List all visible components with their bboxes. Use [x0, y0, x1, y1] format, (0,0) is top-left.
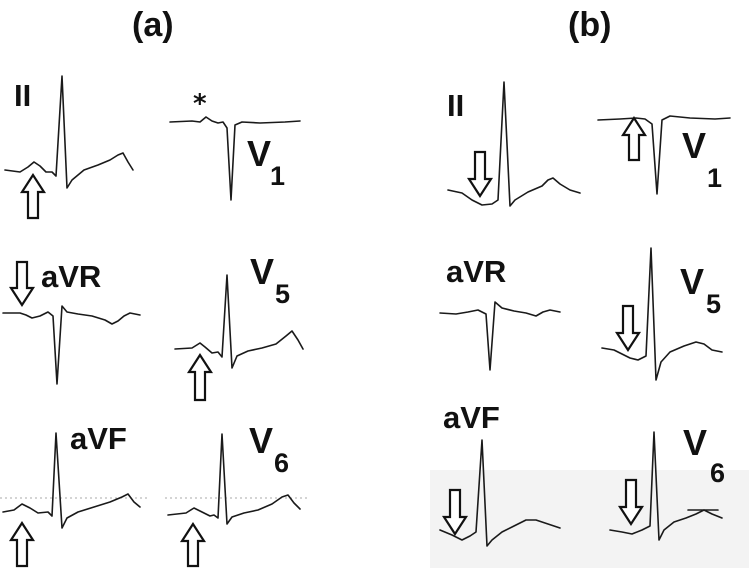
ecg-trace-v5-b: [601, 247, 723, 381]
lead-subscript-v6-a: 6: [274, 448, 289, 478]
ecg-trace-avr-a: [2, 305, 141, 385]
lead-subscript-v5-b: 5: [706, 289, 721, 319]
panel-b-label: (b): [568, 6, 611, 44]
ecg-trace-v5-a: [174, 274, 304, 369]
lead-subscript-v6-b: 6: [710, 458, 725, 488]
asterisk-annotation: *: [193, 89, 207, 119]
lead-label-ii-a: II: [14, 78, 31, 113]
lead-label-v1-b: V: [682, 125, 706, 166]
lead-label-v6-b: V: [683, 422, 707, 463]
down-arrow-icon-ii-b: [466, 150, 494, 199]
ecg-trace-avr-b: [439, 301, 561, 371]
up-arrow-icon-avf-a: [8, 520, 36, 568]
lead-label-v5-a: V: [250, 251, 274, 292]
down-arrow-icon-v6-b: [617, 478, 645, 527]
ecg-trace-ii-a: [4, 75, 134, 189]
lead-subscript-v1-a: 1: [270, 161, 285, 191]
panel-a-label: (a): [132, 6, 174, 44]
ecg-trace-ii-b: [447, 81, 581, 207]
down-arrow-icon-avr-a: [8, 260, 36, 308]
lead-label-v5-b: V: [680, 261, 704, 302]
lead-label-ii-b: II: [447, 88, 464, 123]
down-arrow-icon-avf-b: [441, 488, 469, 537]
lead-label-v6-a: V: [249, 420, 273, 461]
ecg-trace-avf-b: [439, 439, 561, 547]
up-arrow-icon-v5-a: [186, 352, 214, 402]
ecg-trace-v1-b: [597, 115, 731, 195]
lead-label-avr-a: aVR: [41, 259, 101, 294]
ecg-trace-v6-a: [167, 433, 301, 525]
ecg-trace-v1-a: [169, 116, 301, 201]
up-arrow-icon-v6-a: [179, 521, 207, 568]
ecg-trace-avf-a: [2, 432, 141, 529]
lead-label-v1-a: V: [247, 133, 271, 174]
up-arrow-icon-ii-a: [19, 172, 47, 220]
lead-subscript-v1-b: 1: [707, 163, 722, 193]
down-arrow-icon-v5-b: [614, 304, 642, 353]
up-arrow-icon-v1-b: [620, 115, 648, 162]
lead-label-avf-a: aVF: [70, 421, 127, 456]
panel-b-background: [430, 470, 749, 568]
lead-label-avf-b: aVF: [443, 400, 500, 435]
lead-subscript-v5-a: 5: [275, 279, 290, 309]
lead-label-avr-b: aVR: [446, 254, 506, 289]
